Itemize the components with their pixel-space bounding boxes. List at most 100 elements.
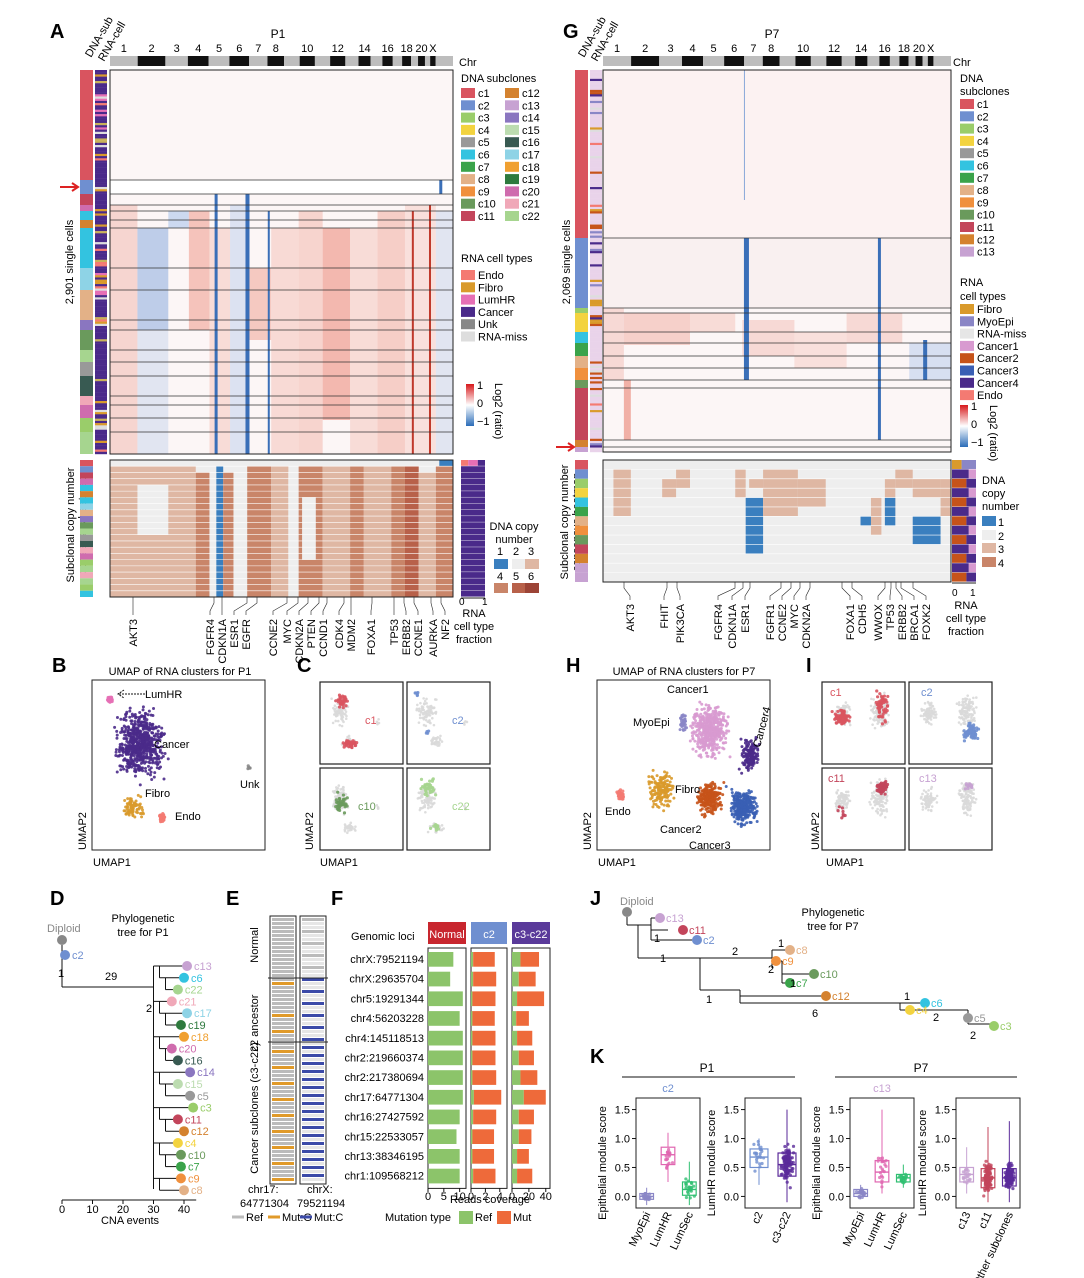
tree-node-c15 <box>172 1079 183 1089</box>
highlight-point-c1 <box>337 698 341 702</box>
rna-cell-stripe <box>95 231 107 234</box>
background-point <box>923 702 927 705</box>
cancer2-point <box>696 796 700 800</box>
tree-label-c6: c6 <box>191 973 203 985</box>
background-point <box>432 706 435 710</box>
gene-connector <box>841 582 851 600</box>
rna-cell-stripe <box>95 295 107 298</box>
cancer1-point <box>705 754 709 758</box>
rna-cell-stripe <box>95 372 107 375</box>
cancer3-point <box>755 804 759 808</box>
rna-cell-stripe <box>590 270 602 274</box>
background-point <box>966 694 969 697</box>
rna-cell-stripe <box>95 140 107 144</box>
cancer-point <box>115 729 119 733</box>
background-point <box>427 706 430 710</box>
consensus-frame <box>109 459 454 598</box>
panel-h-label-cancer3: Cancer3 <box>689 840 731 852</box>
background-point <box>926 709 929 712</box>
panel-a-frac-label-2: cell type <box>454 621 494 633</box>
legend-label-c10: c10 <box>478 199 496 211</box>
cancer1-point <box>711 717 715 721</box>
rna-cell-stripe <box>590 427 602 431</box>
rna-cell-stripe <box>590 180 602 183</box>
tree-label-c20: c20 <box>179 1044 197 1056</box>
panel-g-red-arrow <box>556 442 576 452</box>
cancer1-point <box>705 729 709 733</box>
rna-cell-stripe <box>95 429 107 433</box>
background-point <box>433 741 437 744</box>
background-point <box>887 713 890 717</box>
rna-cell-stripe <box>590 138 602 141</box>
legend-swatch-c14 <box>505 112 519 123</box>
background-point <box>921 805 925 809</box>
consensus-segment <box>435 466 453 597</box>
matrix-cell <box>302 1014 324 1017</box>
dna-sub-block <box>80 180 93 194</box>
panel-h-label-myoepi: MyoEpi <box>633 717 670 729</box>
background-point <box>331 721 335 725</box>
panel-g-consensus-label-1: Subclonal copy number <box>559 464 571 579</box>
gene-connector <box>298 597 309 615</box>
cancer4-point <box>740 745 744 749</box>
rna-cell-stripe <box>590 195 602 199</box>
rna-cell-stripe <box>590 76 602 80</box>
panel-a-annotation-columns <box>80 70 107 455</box>
rna-cell-stripe <box>95 275 107 278</box>
matrix-cell <box>272 990 294 993</box>
background-point <box>869 717 872 720</box>
legend-label-c18: c18 <box>522 162 540 174</box>
rna-cell-stripe <box>95 270 107 274</box>
cancer-point <box>142 717 146 721</box>
rna-cell-stripe <box>590 416 602 420</box>
matrix-cell <box>272 1022 294 1025</box>
rna-cell-stripe <box>590 297 602 300</box>
consensus-side-block <box>575 553 588 564</box>
rna-cell-stripe <box>590 381 602 384</box>
highlight-point-c11 <box>875 784 879 788</box>
chr-segment <box>284 56 300 66</box>
cancer-point <box>138 742 142 746</box>
background-point <box>334 719 338 723</box>
legend-swatch-c4 <box>960 135 974 146</box>
fibro-point <box>651 805 655 809</box>
rna-cell-stripe <box>590 438 602 442</box>
cancer-point <box>142 723 146 727</box>
cancer1-point <box>711 745 715 749</box>
rna-cell-stripe <box>590 169 602 172</box>
rna-cell-stripe <box>95 345 107 349</box>
background-point <box>885 798 888 802</box>
background-point <box>971 708 974 711</box>
highlight-point-c22 <box>430 786 434 790</box>
cancer2-point <box>702 815 706 819</box>
cancer-point <box>141 705 145 709</box>
fraction-segment <box>952 535 967 545</box>
background-point <box>975 706 978 709</box>
cancer3-point <box>752 811 756 815</box>
matrix-cell <box>272 986 294 989</box>
gene-label-cdkn2a: CDKN2A <box>294 618 306 663</box>
cancer1-point <box>691 737 695 741</box>
cancer-point <box>144 724 148 728</box>
rna-cell-stripe <box>590 354 602 358</box>
cancer-point <box>142 752 146 756</box>
background-point <box>878 778 881 781</box>
fibro-point <box>656 782 660 786</box>
gene-connector <box>676 582 681 600</box>
rna-cell-stripe <box>95 414 107 417</box>
cancer2-point <box>708 785 712 789</box>
consensus-side-block <box>575 478 588 489</box>
cancer4-point <box>749 757 753 761</box>
highlight-point-c22 <box>425 794 429 798</box>
cancer2-point <box>711 800 715 804</box>
cancer-point <box>160 731 164 735</box>
cancer1-point <box>699 755 703 759</box>
highlight-point-c10 <box>342 797 346 801</box>
rna-cell-stripe <box>95 83 107 86</box>
rna-cell-stripe <box>95 98 107 102</box>
cancer2-point <box>711 812 715 816</box>
cancer1-point <box>711 751 715 755</box>
background-point <box>339 788 342 791</box>
cancer3-point <box>745 821 749 825</box>
